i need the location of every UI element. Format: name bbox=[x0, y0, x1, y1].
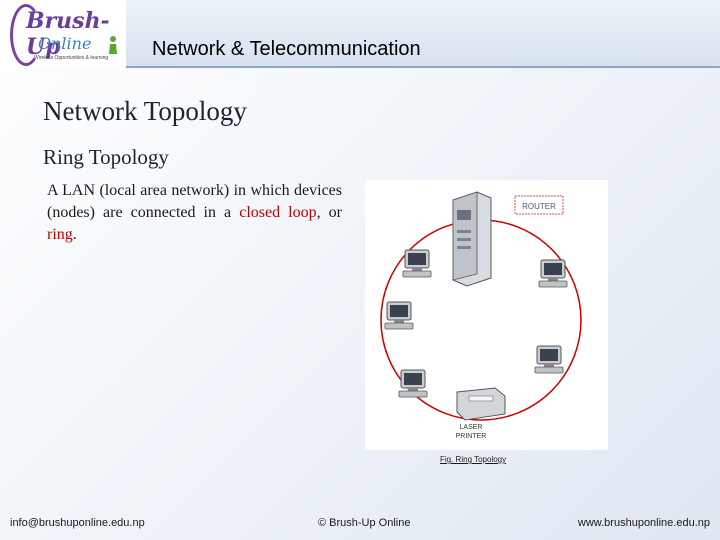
computer-icon bbox=[398, 369, 428, 398]
computer-icon bbox=[534, 345, 564, 374]
logo-swirl-icon bbox=[10, 4, 42, 66]
slide-title: Network Topology bbox=[43, 96, 247, 126]
logo-person-icon bbox=[109, 36, 117, 54]
footer-website: www.brushuponline.edu.np bbox=[577, 517, 710, 529]
router-label-box: ROUTER bbox=[514, 195, 564, 215]
ring-topology-svg: ROUTER LASER PRINTER bbox=[380, 191, 582, 440]
router-label: ROUTER bbox=[522, 202, 556, 211]
slide-header: Brush-Up Online Wireless Opportunities &… bbox=[0, 0, 720, 68]
logo-tagline: Wireless Opportunities & learning bbox=[34, 55, 109, 61]
printer-label-line1: LASER bbox=[460, 424, 483, 431]
router-server-icon bbox=[452, 191, 492, 287]
ring-topology-diagram: ROUTER LASER PRINTER bbox=[365, 180, 608, 450]
footer-email: info@brushuponline.edu.np bbox=[10, 517, 145, 529]
laser-printer-icon bbox=[456, 387, 506, 421]
computer-icon bbox=[402, 249, 432, 278]
closed-loop-highlight: closed loop bbox=[239, 204, 317, 221]
header-title: Network & Telecommunication bbox=[152, 38, 421, 60]
computer-icon bbox=[384, 301, 414, 330]
printer-label-line2: PRINTER bbox=[456, 433, 487, 440]
computer-icon bbox=[538, 259, 568, 288]
ring-highlight: ring bbox=[47, 226, 73, 243]
footer-copyright: © Brush-Up Online bbox=[318, 517, 411, 529]
logo-brand-line2: Online bbox=[38, 34, 92, 53]
paragraph-text-2: , or bbox=[316, 204, 342, 221]
definition-paragraph: A LAN (local area network) in which devi… bbox=[47, 180, 342, 246]
brush-up-online-logo: Brush-Up Online Wireless Opportunities &… bbox=[0, 0, 126, 68]
header-divider bbox=[126, 66, 720, 68]
slide-subtitle: Ring Topology bbox=[43, 145, 169, 169]
paragraph-text-1: A LAN (local area network) in which devi… bbox=[47, 182, 342, 221]
paragraph-text-3: . bbox=[72, 226, 77, 243]
logo-brand-line1: Brush-Up bbox=[26, 8, 110, 60]
figure-caption: Fig. Ring Topology bbox=[440, 455, 507, 464]
